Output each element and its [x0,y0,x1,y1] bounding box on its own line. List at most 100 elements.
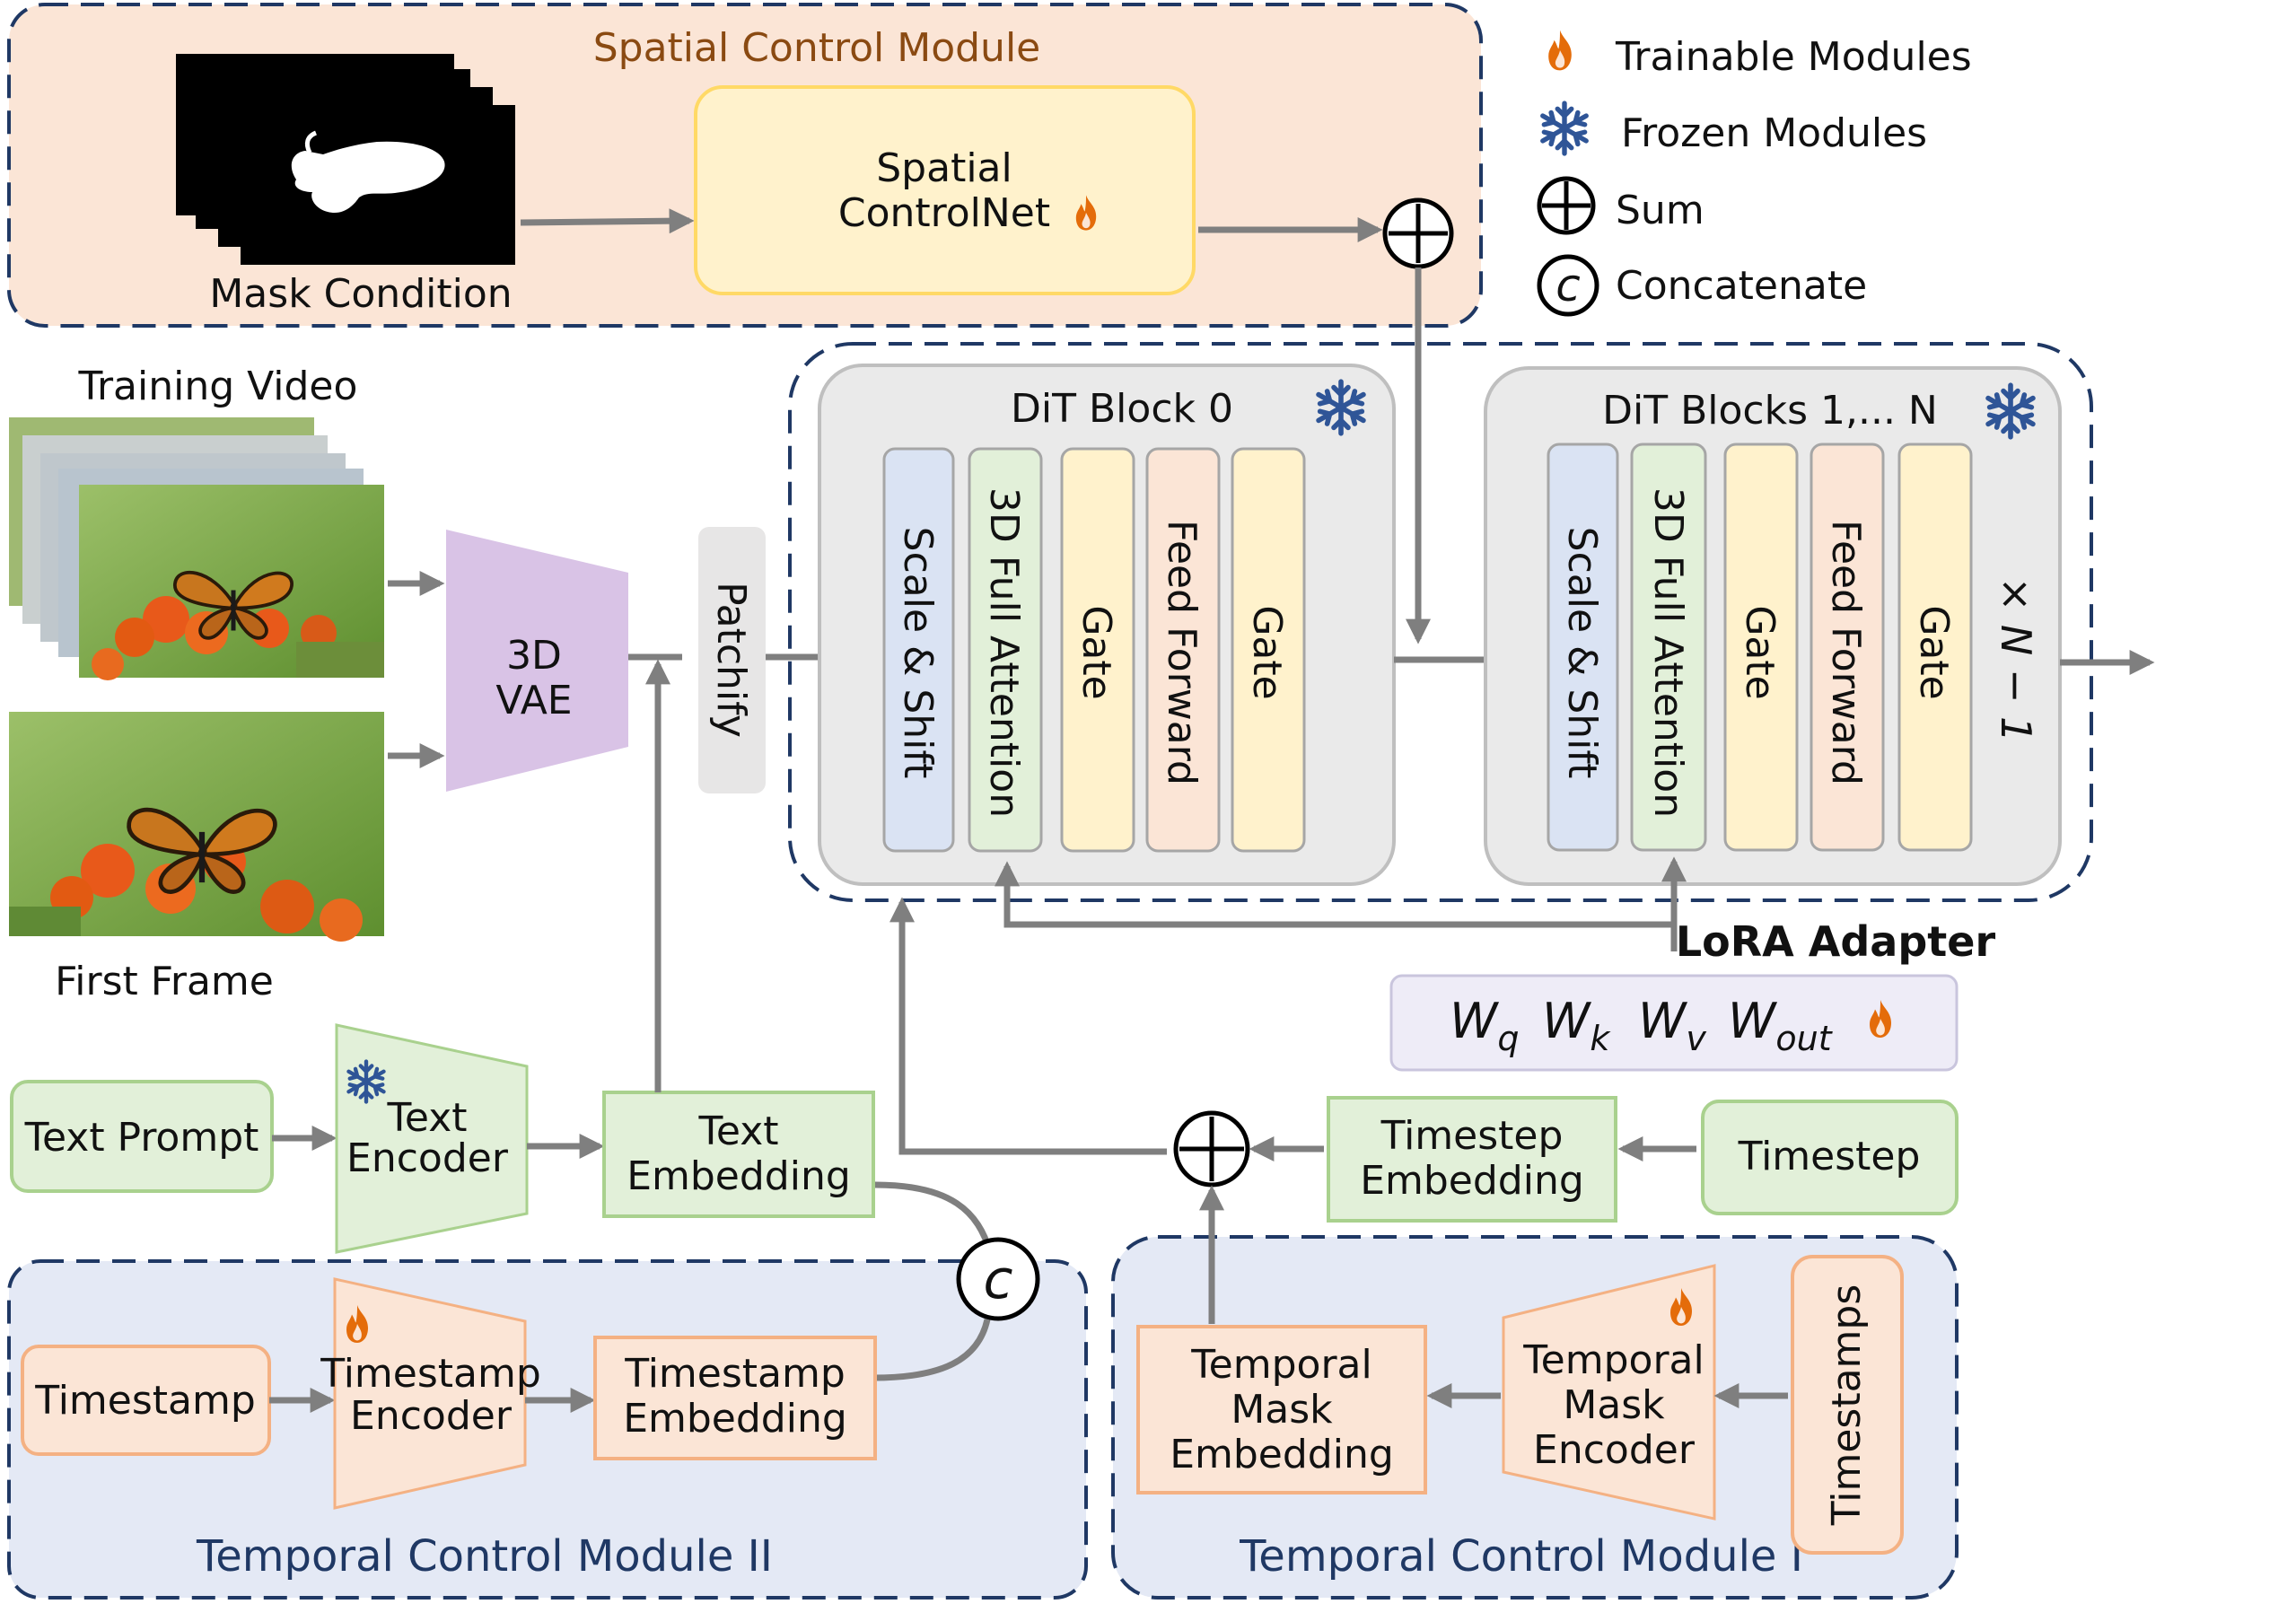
temporal-module-2-title: Temporal Control Module II [196,1531,773,1582]
temporal-mask-embedding-line3: Embedding [1170,1432,1394,1477]
ditn-gate2-label: Gate [1911,605,1957,699]
dit0-gate1-label: Gate [1074,605,1119,699]
ditn-feedforward-label: Feed Forward [1823,520,1869,785]
ditn-scale-shift-label: Scale & Shift [1559,527,1605,779]
lora-weights-box [1389,974,1959,1072]
temporal-module-1-title: Temporal Control Module I [1239,1531,1803,1582]
temporal-mask-embedding-line2: Mask [1231,1387,1333,1433]
timestamp-encoder-label-line2: Encoder [350,1393,513,1439]
patchify-block [698,527,766,793]
repeat-label: × N − 1 [1992,577,2040,743]
text-embedding-label-line2: Embedding [627,1153,851,1199]
text-encoder-label-line1: Text [387,1095,468,1141]
text-embedding-to-concat-curve [874,1181,994,1253]
dit-region-frame [788,342,2093,902]
patchify-label: Patchify [708,582,754,738]
dit0-scale-shift-label: Scale & Shift [895,527,941,779]
text-encoder-label-line2: Encoder [346,1135,509,1181]
vae-3d-block [446,530,628,792]
first-frame-label: First Frame [55,959,274,1004]
lora-weight-k-sub: k [1590,1019,1611,1058]
spatial-control-module: Spatial Control Module Mask Condition Sp… [7,3,1483,328]
timestep-box [1701,1100,1959,1215]
dit-blocks-n-title: DiT Blocks 1,... N [1602,388,1938,434]
spatial-module-title: Spatial Control Module [593,25,1041,71]
legend-trainable-label: Trainable Modules [1615,34,1972,80]
temporal-mask-embedding-box [1136,1325,1427,1494]
dit0-layer-attention [968,447,1043,853]
lora-weight-q-sub: q [1497,1019,1519,1058]
ditn-attention-label: 3D Full Attention [1645,487,1691,818]
spatial-sum-node [1382,197,1454,269]
dit-block-0: DiT Block 0 Scale & Shift 3D Full Attent… [818,364,1396,886]
timestep-sum-node [1173,1110,1250,1188]
legend-concat-icon: c [1537,254,1599,317]
lora-weight-v-base: W [1638,993,1688,1049]
text-encoder-block [335,1023,529,1254]
svg-text:Wout: Wout [1728,993,1834,1058]
ditn-layer-attention [1630,443,1707,852]
ditn-layer-feedforward [1810,443,1885,852]
timestamp-embedding-label-line1: Timestamp [624,1351,846,1397]
timestamp-embedding-to-concat-curve [872,1319,991,1381]
temporal-mask-encoder-line3: Encoder [1533,1427,1696,1473]
ditn-layer-gate-1 [1723,443,1799,852]
mask-condition-stack [176,54,515,265]
temporal-mask-embedding-line1: Temporal [1190,1342,1371,1388]
vae-label-line2: VAE [495,678,572,723]
dit0-feedforward-label: Feed Forward [1159,520,1205,785]
ditn-layer-gate-2 [1897,443,1973,852]
controlnet-label-line1: Spatial [876,145,1012,191]
timestamp-encoder-label-line1: Timestamp [320,1351,541,1397]
timestep-embedding-box [1327,1096,1617,1223]
timestamp-embedding-box [593,1336,877,1460]
timestamp-encoder-block [333,1277,527,1510]
dit0-layer-feedforward [1145,447,1221,853]
text-embedding-box [602,1091,875,1218]
mask-condition-label: Mask Condition [209,271,512,317]
dit0-layer-gate-2 [1231,447,1306,853]
legend-sum-label: Sum [1616,188,1704,233]
svg-text:Wv: Wv [1638,993,1706,1058]
legend-concatenate-label: Concatenate [1616,263,1867,309]
timestep-sum-to-dit-connector [889,897,1167,1155]
text-embedding-label-line1: Text [698,1109,779,1154]
legend-flame-icon [1548,30,1572,71]
ditn-layer-scale-shift [1547,443,1619,852]
timestep-embedding-label-line2: Embedding [1360,1158,1584,1204]
svg-text:c: c [1555,259,1581,311]
legend-frozen-label: Frozen Modules [1621,110,1927,156]
concat-node: c [956,1237,1040,1321]
svg-text:Wk: Wk [1542,993,1611,1058]
text-prompt-label: Text Prompt [24,1115,259,1161]
lora-adapter-title: LoRA Adapter [1676,917,1996,966]
controlnet-label-line2: ControlNet [838,190,1050,236]
timestamp-embedding-label-line2: Embedding [623,1396,847,1442]
spatial-controlnet-box [694,85,1196,295]
timestep-label: Timestep [1738,1134,1921,1179]
legend-sum-icon [1537,176,1596,235]
dit0-attention-label: 3D Full Attention [981,487,1027,818]
temporal-mask-encoder-line1: Temporal [1522,1337,1704,1383]
temporal-mask-encoder-block [1502,1264,1716,1521]
timestep-embedding-label-line1: Timestep [1380,1113,1564,1159]
lora-weights: Wq Wk Wv Wout [1450,993,1834,1058]
lora-weight-v-sub: v [1686,1019,1706,1058]
ditn-gate1-label: Gate [1737,605,1783,699]
dit0-gate2-label: Gate [1244,605,1290,699]
legend-snowflake-icon [1543,103,1586,153]
dit-block-0-title: DiT Block 0 [1011,386,1233,432]
butterfly-mask-shape [291,141,445,214]
first-frame-image [9,712,384,942]
lora-weight-q-base: W [1450,993,1500,1049]
vae-label-line1: 3D [506,633,562,679]
lora-weight-k-base: W [1542,993,1592,1049]
legend: Trainable Modules Frozen Modules Sum c C… [1537,30,1972,317]
svg-text:Wq: Wq [1450,993,1520,1058]
lora-weight-out-sub: out [1775,1019,1833,1058]
svg-text:c: c [984,1249,1013,1311]
dit0-layer-scale-shift [882,447,955,853]
marigold-flowers [92,596,384,680]
timestamps-label: Timestamps [1824,1284,1870,1527]
